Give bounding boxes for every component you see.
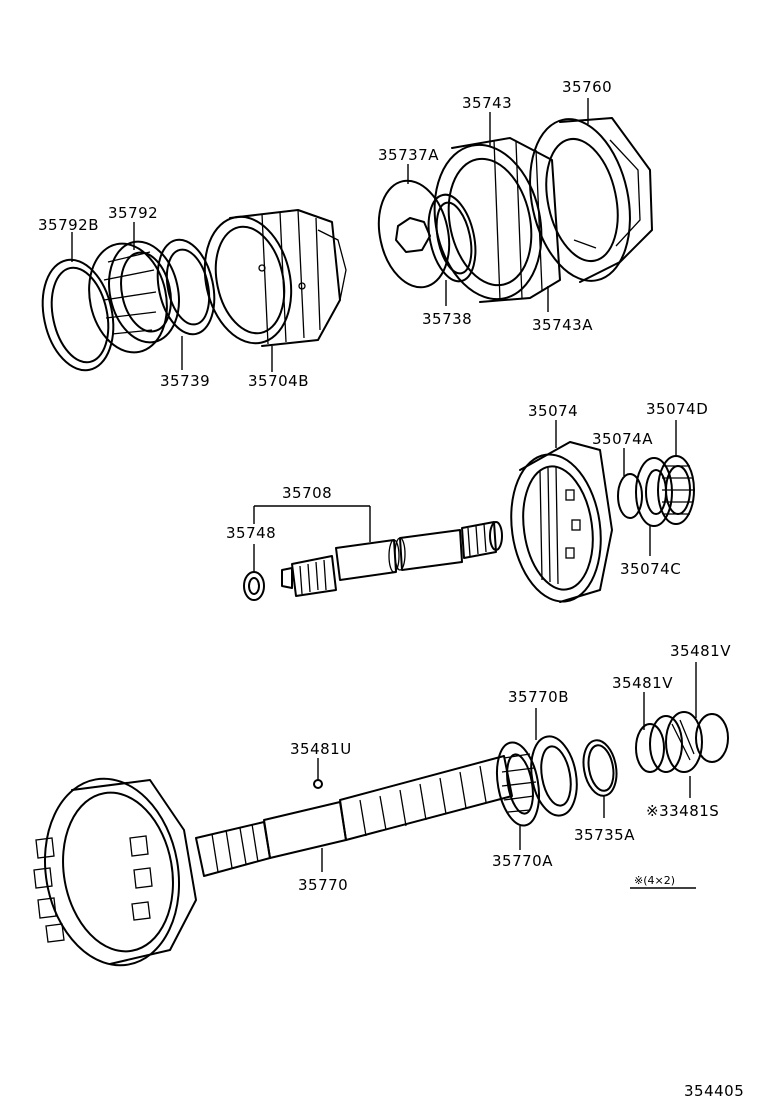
part-35770-sun-gear-drum [33, 777, 197, 967]
label-35481V: 35481V [612, 674, 673, 692]
part-35743-clutch-hub [433, 137, 561, 303]
part-35074D-thrust-bearing [657, 455, 695, 525]
label-35737A: 35737A [378, 146, 439, 164]
label-35770A: 35770A [492, 852, 553, 870]
part-35748-washer [243, 571, 265, 601]
part-35735A-ring [582, 739, 618, 797]
part-35792-bearing [88, 240, 180, 354]
figure-number: 354405 [684, 1082, 744, 1100]
label-35074: 35074 [528, 402, 578, 420]
label-33481S: ※33481S [646, 802, 719, 820]
label-35481U: 35481U [290, 740, 352, 758]
label-35748: 35748 [226, 524, 276, 542]
part-35704B-clutch-drum [203, 209, 347, 347]
part-35770-shaft [195, 755, 513, 877]
label-35074A: 35074A [592, 430, 653, 448]
label-35074C: 35074C [620, 560, 681, 578]
label-35704B: 35704B [248, 372, 309, 390]
label-35743: 35743 [462, 94, 512, 112]
part-35739-thrust-washer [156, 238, 216, 336]
label-35792B: 35792B [38, 216, 99, 234]
part-35708-shaft [281, 521, 503, 597]
part-35760-planetary-carrier [529, 117, 653, 283]
label-35770B: 35770B [508, 688, 569, 706]
part-35074A-ring [617, 473, 643, 519]
label-35735A: 35735A [574, 826, 635, 844]
label-35074D: 35074D [646, 400, 708, 418]
part-35481V-seal-ring [635, 711, 729, 773]
part-35074-ring-gear [510, 441, 613, 603]
label-35743A: 35743A [532, 316, 593, 334]
label-35481V-top: 35481V [670, 642, 731, 660]
label-35739: 35739 [160, 372, 210, 390]
label-35770: 35770 [298, 876, 348, 894]
part-35770B-race [530, 735, 578, 817]
label-35792: 35792 [108, 204, 158, 222]
note-quantity: ※(4×2) [634, 874, 675, 887]
leader-lines [71, 98, 697, 889]
label-35738: 35738 [422, 310, 472, 328]
part-35770A-thrust-bearing [495, 741, 541, 827]
part-35737A-thrust-washer [377, 179, 451, 289]
part-35792B-snap-ring [41, 258, 115, 372]
label-35708: 35708 [282, 484, 332, 502]
label-35760: 35760 [562, 78, 612, 96]
